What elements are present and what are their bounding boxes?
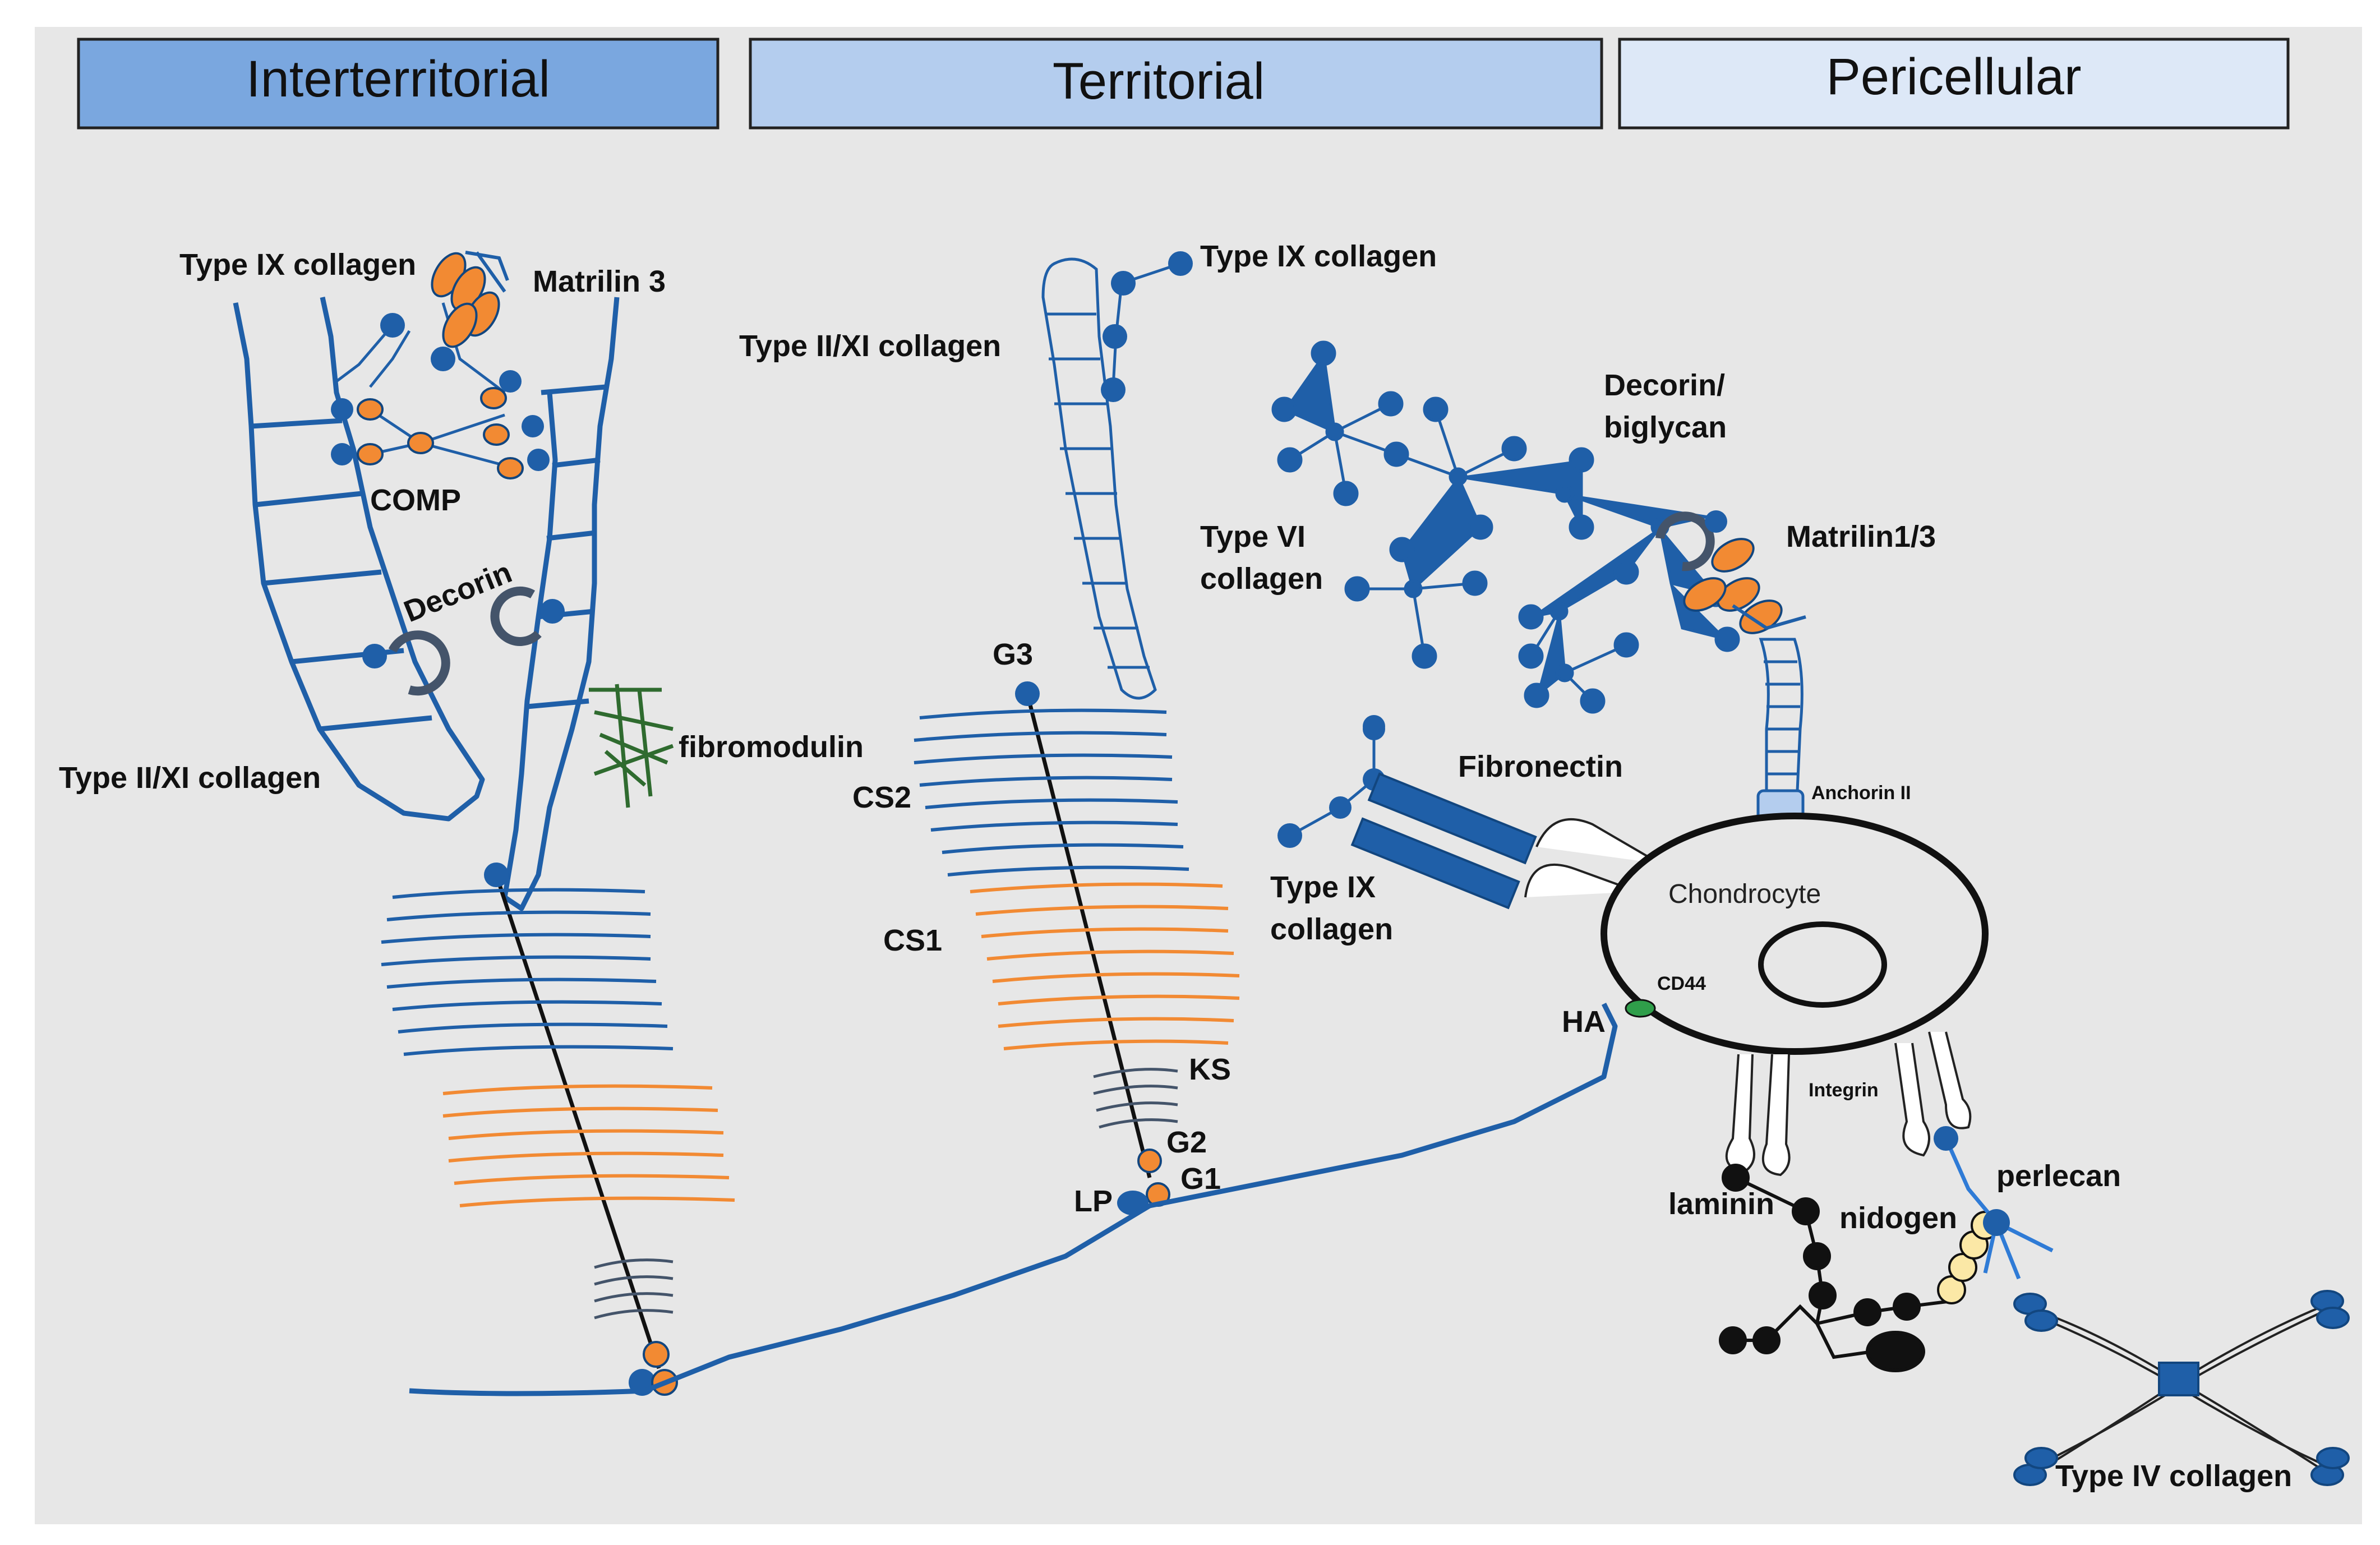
aggrecan-left-glyph	[381, 863, 735, 1396]
label-decorin-biglycan-line1: Decorin/	[1604, 368, 1725, 402]
collagen-fibril-mid	[1041, 257, 1157, 700]
fibronectin-glyph	[1277, 718, 1661, 910]
label-type-ix-collagen-mid: Type IX collagen	[1200, 239, 1437, 273]
label-type-ix-collagen-right-line2: collagen	[1270, 912, 1393, 946]
label-integrin: Integrin	[1809, 1080, 1879, 1101]
label-type-ix-collagen-right-line1: Type IX	[1270, 870, 1376, 904]
type-vi-collagen-network	[1271, 340, 1740, 714]
label-type-vi-collagen-line2: collagen	[1200, 562, 1323, 596]
label-perlecan: perlecan	[1996, 1159, 2121, 1193]
label-lp: LP	[1074, 1184, 1113, 1218]
label-matrilin-3: Matrilin 3	[533, 265, 666, 298]
label-type-ix-collagen-left: Type IX collagen	[179, 248, 416, 282]
integrin-glyphs	[1725, 1031, 1972, 1177]
label-decorin-biglycan-line2: biglycan	[1604, 411, 1727, 444]
label-g1: G1	[1180, 1162, 1221, 1196]
collagen-fibril-left	[233, 297, 485, 822]
label-type-ii-xi-collagen-left: Type II/XI collagen	[59, 761, 321, 795]
collagen-fibril-right	[502, 297, 620, 911]
comp-glyph	[331, 302, 550, 479]
label-g3: G3	[993, 638, 1033, 671]
label-ha: HA	[1562, 1005, 1606, 1039]
label-cs1: CS1	[883, 924, 942, 957]
label-type-vi-collagen-line1: Type VI	[1200, 520, 1306, 554]
cd44-receptor	[1625, 999, 1656, 1018]
label-anchorin-ii: Anchorin II	[1811, 782, 1911, 804]
decorin-left-glyph	[362, 586, 565, 696]
header-territorial: Territorial	[1053, 53, 1265, 110]
chondrocyte-nucleus	[1758, 921, 1887, 1008]
header-territorial-box	[749, 38, 1603, 130]
type-ix-collagen-left-glyph	[335, 313, 455, 382]
label-ks: KS	[1189, 1053, 1231, 1086]
label-chondrocyte: Chondrocyte	[1668, 879, 1821, 909]
type-ix-collagen-right-glyph	[1363, 715, 1385, 737]
matrilin-1-3-glyph	[1683, 538, 1806, 634]
header-pericellular: Pericellular	[1826, 48, 2081, 105]
matrilin-3-glyph	[431, 251, 509, 348]
label-nidogen: nidogen	[1839, 1201, 1957, 1235]
header-interterritorial: Interterritorial	[246, 50, 550, 108]
label-type-iv-collagen: Type IV collagen	[2055, 1459, 2292, 1493]
label-g2: G2	[1166, 1126, 1207, 1159]
type-ix-collagen-mid-glyph	[1101, 251, 1193, 402]
label-type-ii-xi-collagen-mid: Type II/XI collagen	[739, 329, 1001, 363]
label-comp: COMP	[370, 483, 461, 517]
perlecan-glyph	[1934, 1126, 2054, 1280]
label-fibronectin: Fibronectin	[1458, 750, 1623, 783]
label-fibromodulin: fibromodulin	[679, 730, 864, 764]
chondrocyte-cell	[1600, 813, 1989, 1055]
type-iv-collagen-glyph	[2013, 1290, 2350, 1486]
laminin-glyph	[1719, 1164, 1952, 1372]
aggrecan-mid-glyph	[914, 681, 1240, 1215]
label-laminin: laminin	[1668, 1187, 1774, 1221]
hyaluronan-backbone	[409, 1002, 1618, 1396]
label-cs2: CS2	[852, 781, 911, 814]
label-matrilin-1-3: Matrilin1/3	[1786, 520, 1936, 554]
fibromodulin-glyph	[589, 684, 674, 808]
header-interterritorial-box	[77, 38, 719, 130]
label-cd44: CD44	[1657, 973, 1706, 994]
header-pericellular-box	[1618, 38, 2290, 130]
decorin-biglycan-glyph	[1655, 510, 1727, 571]
